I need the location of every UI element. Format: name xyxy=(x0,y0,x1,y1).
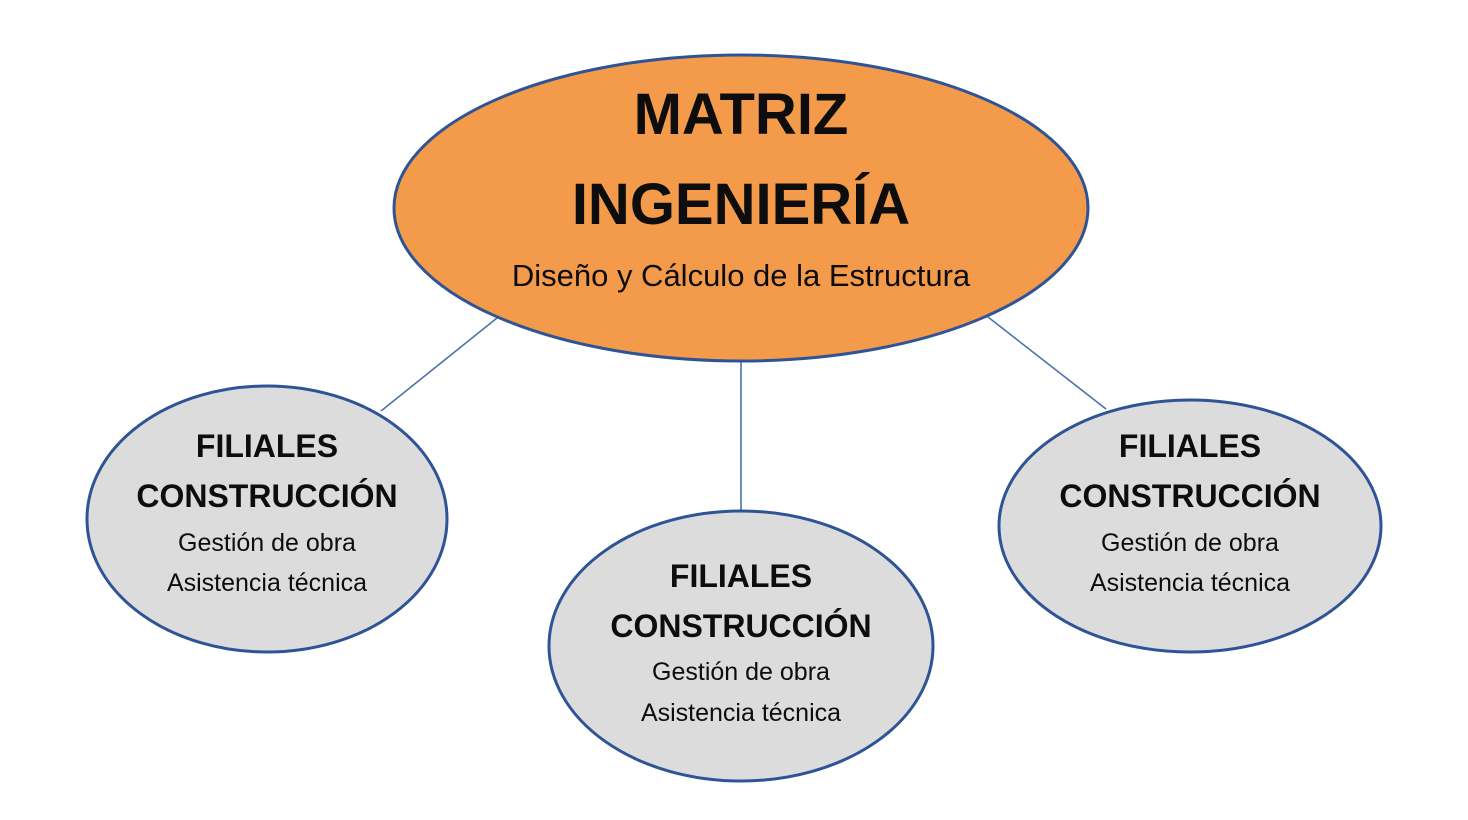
child-node-right-title-line1: FILIALES xyxy=(1119,428,1261,464)
child-node-center-title-line1: FILIALES xyxy=(670,558,812,594)
main-node-subtitle: Diseño y Cálculo de la Estructura xyxy=(512,258,971,293)
child-node-center-detail-line1: Gestión de obra xyxy=(652,658,830,686)
child-node-left-title-line2: CONSTRUCCIÓN xyxy=(136,478,397,514)
child-node-left-outline xyxy=(85,384,449,654)
main-node-title-line1: MATRIZ xyxy=(634,82,849,147)
child-node-right-detail-line1: Gestión de obra xyxy=(1101,529,1279,557)
main-node: MATRIZ INGENIERÍA Diseño y Cálculo de la… xyxy=(392,53,1090,363)
connector-left xyxy=(380,317,498,412)
child-node-center-outline xyxy=(547,509,935,783)
child-node-left-detail-line2: Asistencia técnica xyxy=(167,569,367,597)
main-node-outline xyxy=(392,53,1090,363)
child-node-right-outline xyxy=(997,398,1383,654)
connector-right xyxy=(987,316,1107,410)
child-node-right: FILIALES CONSTRUCCIÓN Gestión de obra As… xyxy=(997,398,1383,654)
child-node-left-ellipse xyxy=(87,386,447,652)
main-node-ellipse xyxy=(394,55,1088,361)
main-node-title-line2: INGENIERÍA xyxy=(572,172,910,237)
child-node-right-ellipse xyxy=(999,400,1381,652)
child-node-center-detail-line2: Asistencia técnica xyxy=(641,699,841,727)
child-node-center: FILIALES CONSTRUCCIÓN Gestión de obra As… xyxy=(547,509,935,783)
child-node-right-title-line2: CONSTRUCCIÓN xyxy=(1059,478,1320,514)
child-node-right-detail-line2: Asistencia técnica xyxy=(1090,569,1290,597)
child-node-left-detail-line1: Gestión de obra xyxy=(178,529,356,557)
child-node-center-ellipse xyxy=(549,511,933,781)
child-node-center-title-line2: CONSTRUCCIÓN xyxy=(610,608,871,644)
child-node-left: FILIALES CONSTRUCCIÓN Gestión de obra As… xyxy=(85,384,449,654)
child-node-left-title-line1: FILIALES xyxy=(196,428,338,464)
